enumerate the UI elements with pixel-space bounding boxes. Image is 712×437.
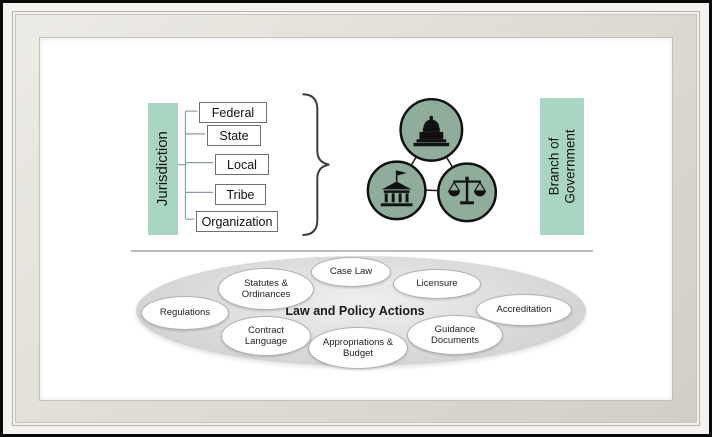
level-box-state: State bbox=[207, 125, 261, 146]
action-pill-contract-language: Contract Language bbox=[221, 316, 311, 356]
law-policy-actions-title: Law and Policy Actions bbox=[285, 304, 425, 318]
jurisdiction-label: Jurisdiction bbox=[148, 103, 178, 235]
action-pill-guidance-documents: Guidance Documents bbox=[407, 315, 503, 355]
action-pill-regulations: Regulations bbox=[141, 296, 229, 330]
action-pill-statutes-ordinances: Statutes & Ordinances bbox=[218, 268, 314, 310]
level-box-federal: Federal bbox=[199, 102, 267, 123]
level-box-tribe: Tribe bbox=[215, 184, 266, 205]
section-divider bbox=[131, 250, 593, 252]
content-layer: Jurisdiction Federal State Local Tribe O… bbox=[3, 3, 709, 434]
action-pill-accreditation: Accreditation bbox=[476, 294, 572, 326]
action-pill-appropriations-budget: Appropriations & Budget bbox=[308, 327, 408, 369]
action-pill-case-law: Case Law bbox=[311, 257, 391, 287]
branch-label-line1: Branch of bbox=[546, 137, 562, 196]
level-box-local: Local bbox=[215, 154, 269, 175]
branch-of-government-label-text: Branch of Government bbox=[546, 129, 577, 203]
branch-of-government-label: Branch of Government bbox=[540, 98, 584, 235]
jurisdiction-label-text: Jurisdiction bbox=[154, 131, 172, 207]
action-pill-licensure: Licensure bbox=[393, 269, 481, 299]
level-box-organization: Organization bbox=[196, 211, 278, 232]
branch-label-line2: Government bbox=[562, 129, 578, 204]
